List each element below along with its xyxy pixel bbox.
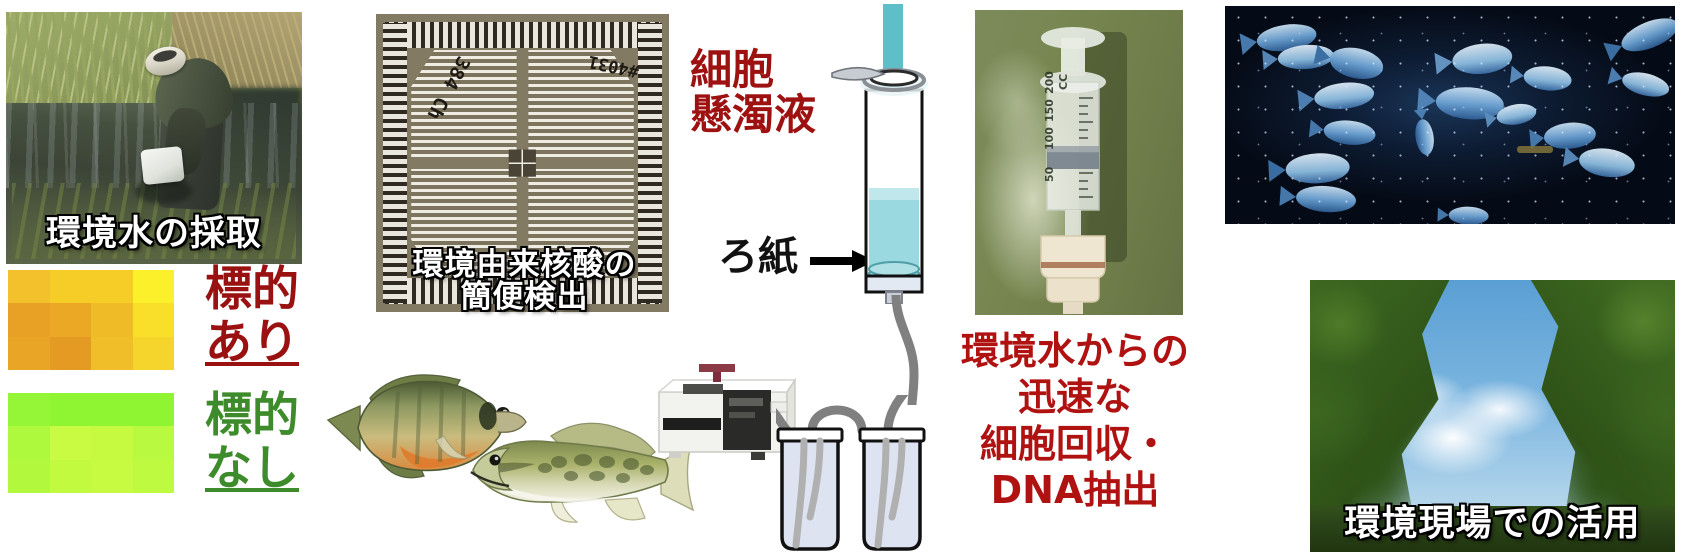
legend-negative-line-1: 標的 (205, 388, 299, 443)
bottle-2 (858, 427, 926, 551)
underwater-particles (1225, 6, 1675, 224)
heatmap-negative-cell-r2-c3 (132, 459, 174, 493)
forest-site-photo: 環境現場での活用 (1310, 280, 1675, 552)
chip-pads-bottom (384, 277, 661, 305)
filter-paper-arrow-icon (810, 250, 875, 272)
heatmap-negative-cell-r1-c2 (91, 426, 133, 460)
legend-positive-line-2: あり (205, 315, 299, 370)
collection-bottles (776, 395, 926, 551)
cell-suspension-line-2: 懸濁液 (690, 89, 817, 139)
vacuum-pump (657, 364, 797, 460)
svg-text:CC: CC (1057, 74, 1070, 90)
forest-river (1310, 505, 1675, 552)
heatmap-positive-cell-r0-c1 (49, 270, 91, 304)
chip-channel-quadrant-1 (411, 49, 517, 158)
heatmap-negative-cell-r1-c1 (49, 426, 91, 460)
heatmap-positive-cell-r2-c0 (8, 336, 50, 370)
legend-target-present: 標的 あり (205, 266, 299, 366)
chip-caption-line-2: 簡便検出 (460, 279, 589, 316)
bluegill-illustration (326, 374, 527, 479)
heatmap-negative-cell-r1-c0 (8, 426, 50, 460)
rapid-line-2: 迅速な (1017, 375, 1132, 420)
chip-pads-left (383, 23, 407, 303)
cell-suspension-line-1: 細胞 (690, 45, 775, 94)
svg-text:150: 150 (1043, 99, 1056, 122)
legend-target-absent: 標的 なし (205, 392, 299, 492)
heatmap-positive-cell-r1-c1 (49, 303, 91, 337)
column-outlet-tube (891, 295, 919, 405)
heatmap-positive-cell-r2-c1 (49, 336, 91, 370)
filter-paper-label: ろ紙 (718, 234, 798, 280)
cell-suspension-label: 細胞 懸濁液 (690, 45, 817, 139)
heatmap-positive-cell-r1-c0 (8, 303, 50, 337)
chip-pads-top (384, 21, 661, 49)
heatmap-target-negative (8, 393, 174, 493)
svg-text:100: 100 (1043, 127, 1056, 150)
chip-photo-caption: 環境由来核酸の 簡便検出 (370, 249, 675, 314)
heatmap-negative-cell-r0-c0 (8, 393, 50, 427)
rapid-line-1: 環境水からの (960, 329, 1189, 373)
chip-substrate: 384 Ch #4031 (376, 14, 669, 312)
rapid-extraction-label: 環境水からの 迅速な 細胞回収・ DNA抽出 (950, 328, 1200, 513)
heatmap-positive-cell-r1-c2 (91, 303, 133, 337)
river-photo-caption: 環境水の採取 (45, 214, 262, 254)
heatmap-negative-cell-r2-c2 (91, 459, 133, 493)
heatmap-negative-cell-r0-c2 (91, 393, 133, 427)
microfluidic-chip-photo: 384 Ch #4031 環境由来核酸の 簡便検出 (370, 8, 675, 318)
largemouth-bass-illustration (470, 422, 695, 523)
heatmap-positive-cell-r1-c3 (132, 303, 174, 337)
tweezers-icon (831, 66, 928, 96)
legend-positive-line-1: 標的 (205, 262, 299, 317)
syringe-assembly: 200 150 100 50 CC (1040, 27, 1127, 314)
rapid-line-3: 細胞回収・ (979, 421, 1170, 466)
heatmap-negative-cell-r1-c3 (132, 426, 174, 460)
chip-center-reservoirs (509, 149, 536, 177)
water-sample-jug (140, 146, 186, 186)
rapid-line-4: DNA抽出 (990, 468, 1160, 513)
bottle-1 (776, 427, 844, 551)
svg-text:200: 200 (1043, 71, 1056, 94)
svg-text:50: 50 (1043, 166, 1056, 182)
chip-channel-quadrant-2 (528, 49, 634, 158)
syringe-filter-photo: 200 150 100 50 CC (975, 10, 1183, 315)
heatmap-negative-cell-r2-c1 (49, 459, 91, 493)
chip-channel-quadrant-4 (528, 168, 634, 277)
chip-channel-quadrant-3 (411, 168, 517, 277)
river-sampling-photo: 環境水の採取 (6, 12, 302, 264)
legend-negative-line-2: なし (205, 441, 299, 496)
heatmap-positive-cell-r0-c2 (91, 270, 133, 304)
heatmap-target-positive (8, 270, 174, 370)
heatmap-negative-cell-r0-c3 (132, 393, 174, 427)
fish-school-photo (1225, 6, 1675, 224)
heatmap-negative-cell-r0-c1 (49, 393, 91, 427)
heatmap-negative-cell-r2-c0 (8, 459, 50, 493)
forest-photo-caption: 環境現場での活用 (1344, 503, 1641, 544)
heatmap-positive-cell-r0-c3 (132, 270, 174, 304)
heatmap-positive-cell-r2-c2 (91, 336, 133, 370)
filter-column-schematic (831, 4, 928, 304)
chip-caption-line-1: 環境由来核酸の (412, 246, 637, 283)
heatmap-positive-cell-r0-c0 (8, 270, 50, 304)
chip-pads-right (638, 23, 662, 303)
heatmap-positive-cell-r2-c3 (132, 336, 174, 370)
